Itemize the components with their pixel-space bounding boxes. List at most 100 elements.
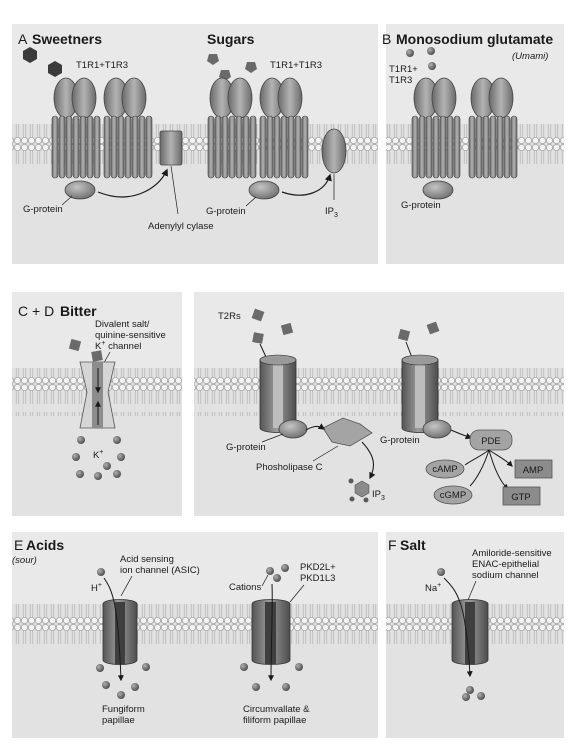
fungiform-label-line2: papillae [102,715,135,726]
bitter-molecule-icon [280,322,294,336]
t2r-receptor-2 [401,354,439,433]
phospholipase-c [322,417,373,447]
cation-icon [266,567,274,575]
g-protein-label: G-protein [23,204,63,215]
amp-label: AMP [523,465,544,476]
bitter-molecule-icon [397,328,411,342]
enac-channel [451,599,489,665]
panel-b-title: Monosodium glutamate [396,31,553,47]
sodium-ion-icon [437,568,445,576]
panel-b-letter: B [382,31,391,47]
panel-cd-title: Bitter [60,303,97,319]
phospholipase-c-label: Phosholipase C [256,462,323,473]
t1r-receptor-b [411,77,518,179]
k-ions [72,436,125,480]
channel-label-line2: quinine-sensitive [95,330,166,341]
glutamate-molecule-icon [406,49,414,57]
sodium-ions [462,686,485,701]
gtp-molecule [502,486,541,506]
na-ion-label: Na+ [425,582,441,594]
panel-a-subtitle: Sugars [207,31,255,47]
pkd-channel [251,599,291,665]
cgmp-molecule [433,485,473,505]
t1r-receptor-2 [207,77,309,179]
channel-label-line3: K+ channel [95,340,141,352]
ip3-molecule-icon [348,478,370,503]
pde-enzyme [469,429,513,451]
gtp-label: GTP [511,492,531,503]
cation-icon [281,564,289,572]
h-ion-label: H+ [91,582,102,594]
receptor-label-line1: T1R1+ [389,64,418,75]
sugar-molecule-icon [245,62,257,73]
g-protein [278,419,308,439]
membrane-bilayer [12,604,378,652]
membrane-bilayer [194,368,564,416]
enac-label-line1: Amiloride-sensitive [472,548,552,559]
adenylyl-cyclase-label: Adenylyl cylase [148,221,213,232]
channel-label-line1: Divalent salt/ [95,319,150,330]
amp-molecule [514,459,553,479]
panel-f-letter: F [388,537,397,553]
bitter-molecule-icon [252,332,264,344]
panel-e-title: Acids [26,537,64,553]
panel-f: F Salt Na+ Amiloride-sensitive ENAC-epit… [386,532,564,738]
sugar-molecule-icon [207,54,219,65]
glutamate-molecule-icon [428,62,436,70]
fungiform-label-line1: Fungiform [102,704,145,715]
panel-f-title: Salt [400,537,426,553]
panel-e-letter: E [14,537,23,553]
pkd-label-line2: PKD1L3 [300,573,335,584]
sweetener-molecule-icon [48,61,62,77]
g-protein-label: G-protein [206,206,246,217]
asic-label-line2: ion channel (ASIC) [120,565,200,576]
glutamate-molecule-icon [427,47,435,55]
panel-b-subtitle: (Umami) [512,51,548,62]
bitter-molecule-icon [251,308,265,322]
proton-ions [96,663,150,699]
cgmp-label: cGMP [440,490,466,501]
g-protein [422,180,454,200]
enac-label-line2: ENAC-epithelial [472,559,539,570]
g-protein-label: G-protein [401,200,441,211]
cation-ions [240,663,303,691]
receptor-label: T1R1+T1R3 [270,60,322,71]
camp-molecule [425,459,465,479]
t1r-receptor-1 [51,77,153,179]
k-channel [79,361,116,429]
ip3-protein [321,128,347,174]
circumvallate-label-line1: Circumvallate & [243,704,310,715]
panel-cd: C + D Bitter Divalent salt/ quinine-sens… [12,292,564,516]
ip3-label: IP3 [372,489,385,502]
g-protein [422,419,452,439]
panel-b: B Monosodium glutamate (Umami) T1R1+ T1R… [382,24,564,264]
asic-channel [102,599,138,665]
enac-label-line3: sodium channel [472,570,539,581]
cation-icon [273,574,281,582]
pde-label: PDE [481,436,501,447]
circumvallate-label-line2: filiform papillae [243,715,306,726]
panel-a: A Sweetners Sugars T1R1+T1R3 G-pr [12,24,378,264]
receptor-label: T1R1+T1R3 [76,60,128,71]
k-ion-label: K+ [93,449,103,461]
t2r-label: T2Rs [218,311,241,322]
pkd-label-line1: PKD2L+ [300,562,336,573]
bitter-molecule-icon [426,321,440,335]
g-protein-label: G-protein [380,435,420,446]
panel-e: E Acids (sour) H+ Acid sensing ion chann… [12,532,378,738]
cations-label: Cations [229,582,261,593]
panel-a-title: Sweetners [32,31,102,47]
adenylyl-cyclase [159,130,183,166]
camp-label: cAMP [432,464,457,475]
g-protein [248,180,280,200]
sweetener-molecule-icon [23,47,37,63]
g-protein [64,180,96,200]
asic-label-line1: Acid sensing [120,554,174,565]
receptor-label-line2: T1R3 [389,75,412,86]
bitter-molecule-icon [91,350,103,362]
ip3-label: IP3 [325,206,338,219]
t2r-receptor-1 [259,354,297,433]
panel-cd-letter: C + D [18,303,54,319]
g-protein-label: G-protein [226,442,266,453]
